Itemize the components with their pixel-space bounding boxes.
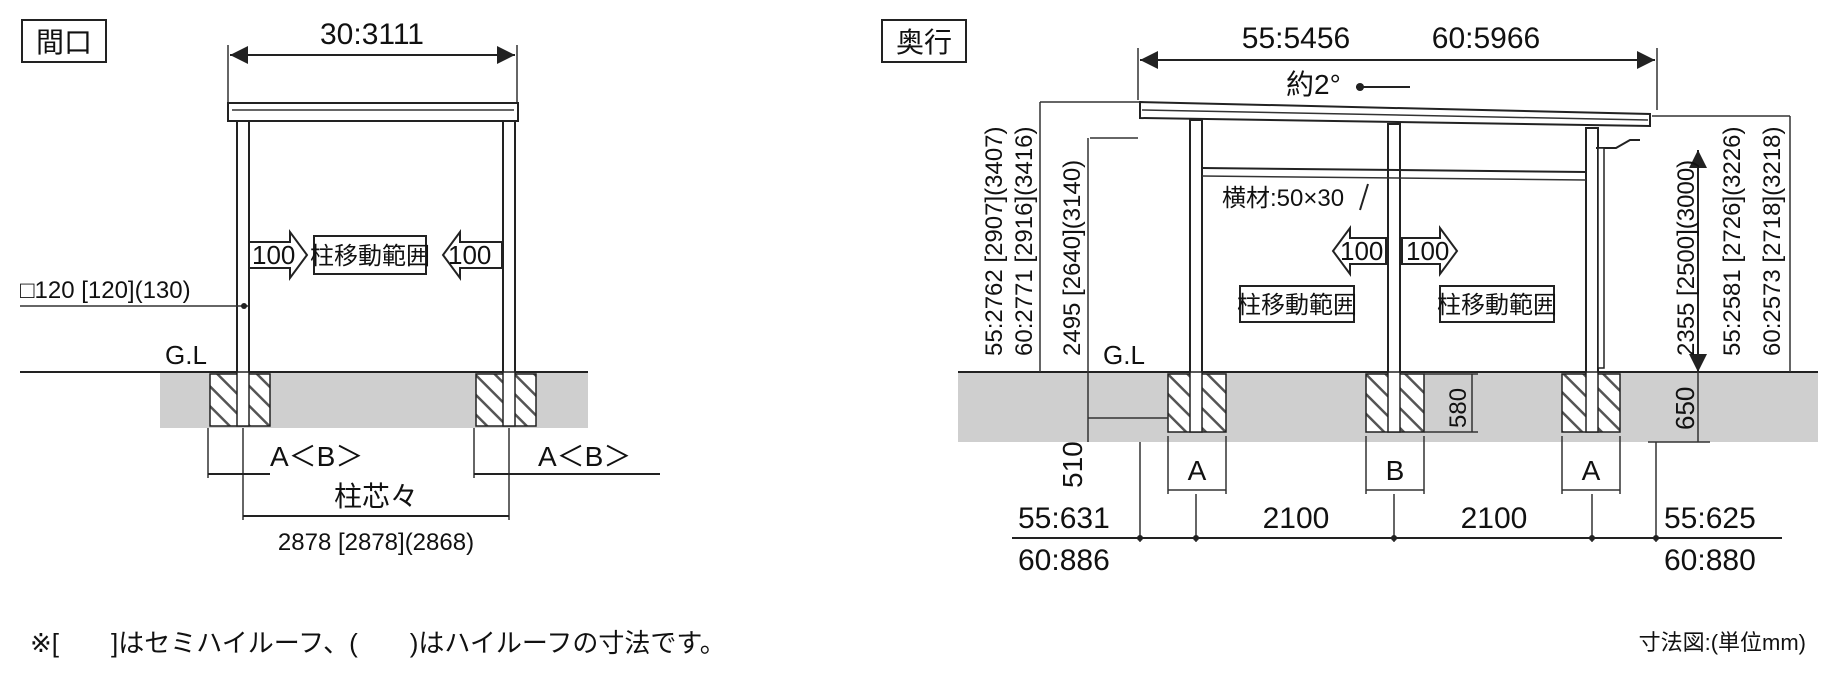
depth-dim-60: 60:5966 bbox=[1432, 22, 1540, 55]
range-label-side-right: 柱移動範囲 bbox=[1437, 292, 1557, 319]
embed-580: 580 bbox=[1445, 388, 1472, 428]
front-view: 間口 30:3111 G.L □120 [120](130) 100 柱移動範囲… bbox=[20, 18, 660, 556]
arrow-left-value: 100 bbox=[252, 240, 295, 270]
roof-front bbox=[227, 102, 519, 122]
crossbar-line bbox=[1201, 167, 1587, 173]
arrow-right-value: 100 bbox=[448, 240, 491, 270]
embed-650: 650 bbox=[1670, 387, 1700, 430]
span-2: 2100 bbox=[1461, 502, 1528, 535]
center-dim: 2878 [2878](2868) bbox=[278, 529, 474, 556]
side-view: 奥行 55:5456 60:5966 約2° G.L 横材:50×30 bbox=[881, 19, 1818, 577]
center-label: 柱芯々 bbox=[334, 481, 418, 512]
section-label-box bbox=[21, 19, 107, 63]
arrow-left-shape-side bbox=[1331, 224, 1387, 278]
span-1: 2100 bbox=[1263, 502, 1330, 535]
height-inner: 2495 [2640](3140) bbox=[1059, 160, 1086, 356]
right-h-60: 60:2573 [2718](3218) bbox=[1759, 126, 1786, 356]
ab-left: A＜B＞ bbox=[270, 441, 363, 472]
gl-label-front: G.L bbox=[165, 340, 207, 370]
depth-dim-55: 55:5456 bbox=[1242, 22, 1350, 55]
right-h-55: 55:2581 [2726](3226) bbox=[1719, 126, 1746, 356]
arrow-right-shape bbox=[248, 228, 309, 282]
range-label-side-left: 柱移動範囲 bbox=[1237, 292, 1357, 319]
section-label-box-side bbox=[881, 19, 967, 63]
width-dim: 30:3111 bbox=[320, 18, 424, 51]
range-label-box bbox=[313, 235, 427, 275]
unit-label: 寸法図:(単位mm) bbox=[1639, 630, 1806, 655]
height-outer-60: 60:2771 [2916](3416) bbox=[1011, 126, 1038, 356]
slope-label: 約2° bbox=[1286, 69, 1341, 100]
foot-b: B bbox=[1386, 455, 1405, 486]
foot-a1: A bbox=[1188, 455, 1207, 486]
foot-a2: A bbox=[1582, 455, 1601, 486]
range-label-front: 柱移動範囲 bbox=[310, 243, 430, 270]
section-label-side: 奥行 bbox=[896, 27, 952, 58]
arrow-right-value-side: 100 bbox=[1406, 236, 1449, 266]
right-h-inner: 2355 [2500](3000) bbox=[1673, 160, 1700, 356]
left-over-55: 55:631 bbox=[1018, 502, 1110, 535]
section-label-front: 間口 bbox=[36, 27, 92, 58]
ab-right: A＜B＞ bbox=[538, 441, 631, 472]
height-outer-55: 55:2762 [2907](3407) bbox=[981, 126, 1008, 356]
footer-note: ※[ ]はセミハイルーフ、( )はハイルーフの寸法です。 bbox=[30, 628, 726, 658]
crossbar-label: 横材:50×30 bbox=[1222, 185, 1344, 212]
gl-label-side: G.L bbox=[1103, 340, 1145, 370]
range-label-box-side-left bbox=[1239, 285, 1355, 323]
roof-side bbox=[1139, 100, 1651, 128]
right-over-60: 60:880 bbox=[1664, 544, 1756, 577]
arrow-right-shape-side bbox=[1401, 224, 1459, 278]
range-label-box-side-right bbox=[1439, 285, 1555, 323]
arrow-left-shape bbox=[441, 228, 503, 282]
right-over-55: 55:625 bbox=[1664, 502, 1756, 535]
arrow-left-value-side: 100 bbox=[1340, 236, 1383, 266]
left-over-60: 60:886 bbox=[1018, 544, 1110, 577]
depth-510: 510 bbox=[1057, 441, 1088, 488]
post-size: □120 [120](130) bbox=[20, 277, 191, 304]
